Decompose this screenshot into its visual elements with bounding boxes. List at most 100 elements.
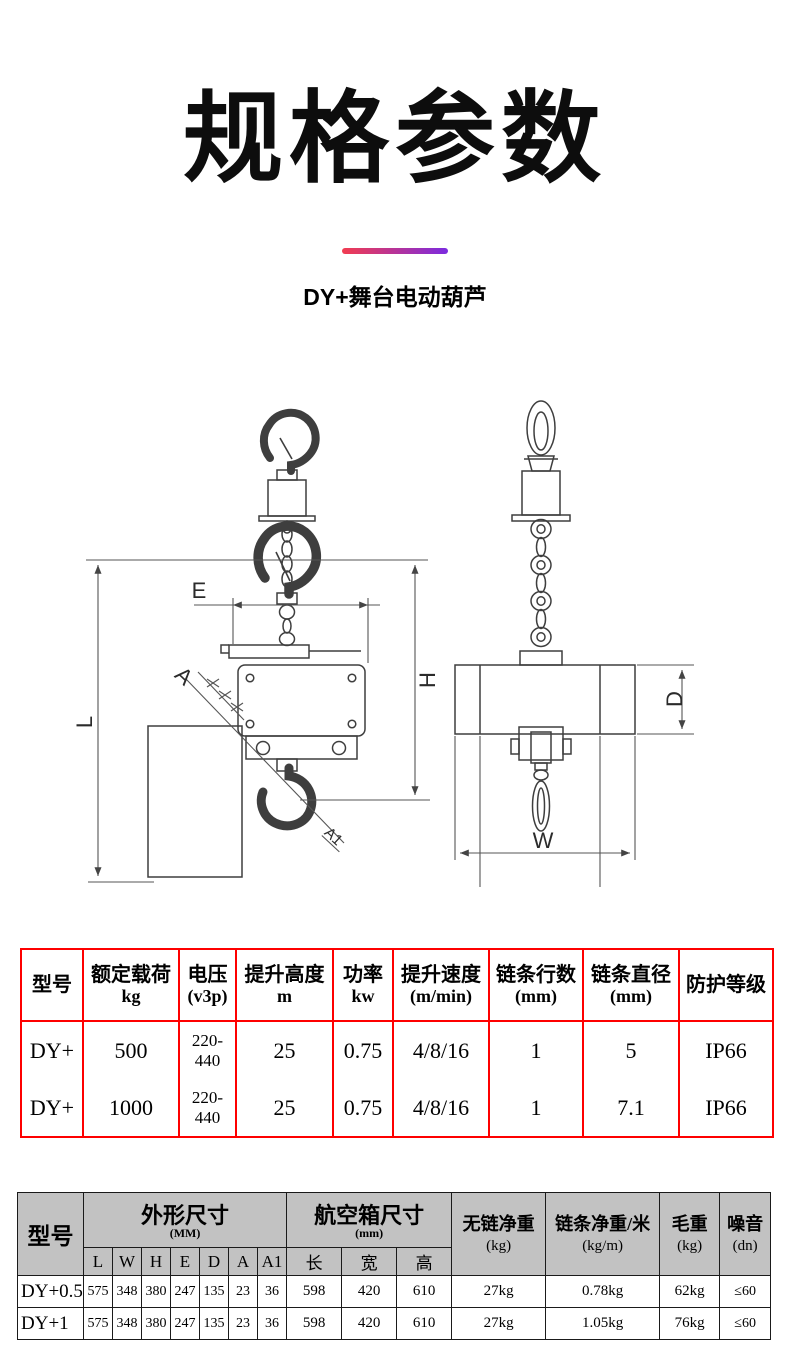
cell-dim-h: 380 (141, 1275, 171, 1308)
cell-dim-d: 135 (199, 1275, 229, 1308)
dim-col-noise: 噪音(dn) (719, 1192, 772, 1276)
load-hook (256, 763, 317, 831)
cell-chain-falls: 1 (488, 1079, 584, 1137)
spec-col-lift-speed: 提升速度(m/min) (392, 948, 490, 1022)
cell-case-length: 598 (286, 1307, 343, 1340)
front-view-dimensions (86, 559, 430, 883)
side-view-dimensions (454, 664, 694, 887)
cell-power: 0.75 (332, 1021, 394, 1079)
dim-subcol-h: H (141, 1247, 171, 1276)
dim-table-header-row-1: 型号 外形尺寸(MM) 航空箱尺寸(mm) 无链净重(kg) 链条净重/米(kg… (17, 1192, 772, 1276)
dim-subcol-w: W (112, 1247, 142, 1276)
cell-dim-e: 247 (170, 1307, 200, 1340)
dim-subcol-height: 高 (396, 1247, 453, 1276)
product-subtitle: DY+舞台电动葫芦 (303, 284, 487, 310)
dim-group-case: 航空箱尺寸(mm) (286, 1192, 453, 1248)
cell-dim-a1: 36 (256, 1275, 288, 1308)
dimension-label-a: A (170, 662, 198, 691)
spec-col-chain-falls: 链条行数(mm) (488, 948, 584, 1022)
cell-voltage: 220-440 (178, 1079, 237, 1137)
cell-model: DY+ (20, 1079, 84, 1137)
dim-col-net-weight: 无链净重(kg) (451, 1192, 547, 1276)
cell-chain-weight: 1.05kg (545, 1307, 661, 1340)
top-hook (259, 408, 320, 475)
cell-dim-e: 247 (170, 1275, 200, 1308)
cell-case-height: 610 (396, 1307, 453, 1340)
cell-chain-weight: 0.78kg (545, 1275, 661, 1308)
dim-table-row: DY+1 575 348 380 247 135 23 36 598 420 6… (17, 1307, 772, 1340)
dim-subcol-a1: A1 (256, 1247, 288, 1276)
dim-subcol-width: 宽 (341, 1247, 398, 1276)
cell-case-width: 420 (341, 1275, 398, 1308)
spec-col-protection: 防护等级 (678, 948, 774, 1022)
cell-gross-weight: 62kg (659, 1275, 721, 1308)
cell-noise: ≤60 (719, 1307, 772, 1340)
cell-power: 0.75 (332, 1079, 394, 1137)
cell-net-weight: 27kg (451, 1307, 547, 1340)
cell-case-width: 420 (341, 1307, 398, 1340)
cell-noise: ≤60 (719, 1275, 772, 1308)
spec-col-chain-diameter: 链条直径(mm) (582, 948, 680, 1022)
cell-chain-falls: 1 (488, 1021, 584, 1079)
cell-dim-w: 348 (112, 1307, 142, 1340)
dimension-label-a1: A1 (321, 824, 346, 849)
cell-lift-height: 25 (235, 1079, 334, 1137)
cell-model: DY+0.5 (17, 1275, 84, 1308)
cell-chain-diameter: 7.1 (582, 1079, 680, 1137)
cell-model: DY+1 (17, 1307, 84, 1340)
dim-table-header-row-2: L W H E D A A1 长 宽 高 (18, 1247, 771, 1276)
dim-subcol-l: L (83, 1247, 113, 1276)
cell-case-length: 598 (286, 1275, 343, 1308)
cell-dim-a1: 36 (256, 1307, 288, 1340)
cell-gross-weight: 76kg (659, 1307, 721, 1340)
cell-rated-load: 500 (82, 1021, 180, 1079)
dimension-label-h: H (415, 672, 440, 688)
cell-rated-load: 1000 (82, 1079, 180, 1137)
cell-model: DY+ (20, 1021, 84, 1079)
side-view-drawing (454, 400, 636, 832)
cell-dim-d: 135 (199, 1307, 229, 1340)
cell-dim-a: 23 (228, 1275, 258, 1308)
spec-table-row: DY+ 500 220-440 25 0.75 4/8/16 1 5 IP66 (20, 1021, 774, 1079)
dimension-label-e: E (192, 578, 207, 603)
cell-lift-height: 25 (235, 1021, 334, 1079)
cell-lift-speed: 4/8/16 (392, 1021, 490, 1079)
technical-drawing: L E A H A1 D W (0, 382, 790, 912)
cell-protection: IP66 (678, 1079, 774, 1137)
dimension-label-l: L (72, 716, 97, 728)
spec-col-voltage: 电压(v3p) (178, 948, 237, 1022)
dim-table-row: DY+0.5 575 348 380 247 135 23 36 598 420… (17, 1275, 772, 1308)
spec-table-row: DY+ 1000 220-440 25 0.75 4/8/16 1 7.1 IP… (20, 1079, 774, 1137)
dimension-label-w: W (533, 828, 554, 853)
front-view-drawing (147, 408, 366, 878)
dim-col-gross-weight: 毛重(kg) (659, 1192, 721, 1276)
cell-case-height: 610 (396, 1275, 453, 1308)
cell-dim-l: 575 (83, 1275, 113, 1308)
spec-col-model: 型号 (20, 948, 84, 1022)
dim-group-outline: 外形尺寸(MM) (82, 1192, 288, 1248)
cell-protection: IP66 (678, 1021, 774, 1079)
cell-chain-diameter: 5 (582, 1021, 680, 1079)
cell-voltage: 220-440 (178, 1021, 237, 1079)
dim-subcol-a: A (228, 1247, 258, 1276)
dim-subcol-length: 长 (286, 1247, 343, 1276)
dim-subcol-e: E (170, 1247, 200, 1276)
page-title: 规格参数 (183, 83, 607, 195)
gradient-divider (342, 248, 448, 254)
cell-dim-a: 23 (228, 1307, 258, 1340)
cell-dim-w: 348 (112, 1275, 142, 1308)
cell-dim-h: 380 (141, 1307, 171, 1340)
dim-col-model: 型号 (17, 1192, 84, 1276)
cell-lift-speed: 4/8/16 (392, 1079, 490, 1137)
upper-hook (253, 521, 321, 599)
cell-net-weight: 27kg (451, 1275, 547, 1308)
dim-col-chain-weight: 链条净重/米(kg/m) (545, 1192, 661, 1276)
cell-dim-l: 575 (83, 1307, 113, 1340)
dim-subcol-d: D (199, 1247, 229, 1276)
